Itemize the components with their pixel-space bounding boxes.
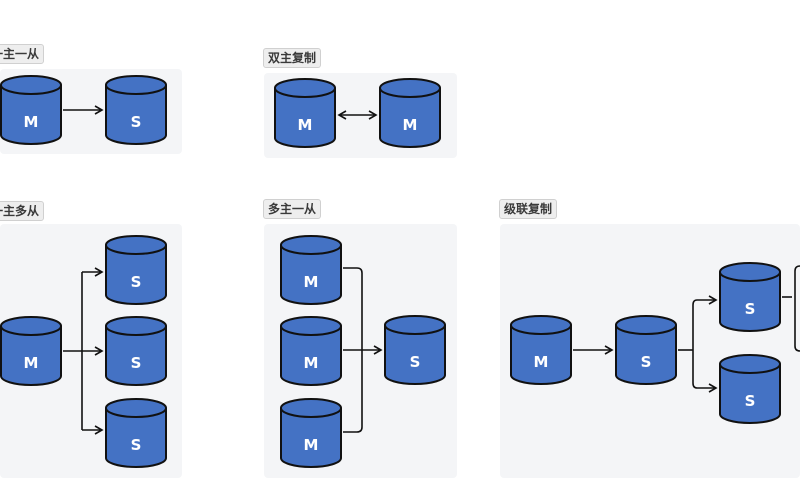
connector bbox=[794, 265, 800, 352]
db-master: M bbox=[0, 75, 62, 145]
db-label: M bbox=[403, 116, 418, 134]
db-label: S bbox=[131, 273, 142, 291]
db-master: M bbox=[379, 78, 441, 148]
db-label: S bbox=[410, 353, 421, 371]
db-master: M bbox=[0, 316, 62, 386]
db-label: M bbox=[304, 354, 319, 372]
db-label: M bbox=[298, 116, 313, 134]
db-label: M bbox=[24, 113, 39, 131]
label-multi-master-one-slave: 多主一从 bbox=[263, 199, 322, 219]
db-master: M bbox=[280, 398, 342, 468]
db-slave: S bbox=[384, 315, 446, 385]
db-master: M bbox=[280, 316, 342, 386]
label-dual-master: 双主复制 bbox=[263, 48, 322, 68]
db-master: M bbox=[510, 315, 572, 385]
db-label: S bbox=[745, 300, 756, 318]
db-label: S bbox=[745, 392, 756, 410]
db-slave: S bbox=[105, 235, 167, 305]
db-label: S bbox=[131, 113, 142, 131]
db-slave: S bbox=[719, 262, 781, 332]
label-cascade: 级联复制 bbox=[499, 199, 558, 219]
db-slave: S bbox=[105, 398, 167, 468]
db-slave: S bbox=[105, 75, 167, 145]
db-label: M bbox=[304, 273, 319, 291]
db-label: S bbox=[131, 436, 142, 454]
db-master: M bbox=[274, 78, 336, 148]
connector bbox=[692, 299, 698, 389]
label-one-master-multi-slave: 一主多从 bbox=[0, 201, 45, 221]
db-label: M bbox=[534, 353, 549, 371]
db-label: M bbox=[24, 354, 39, 372]
db-master: M bbox=[280, 235, 342, 305]
db-slave: S bbox=[105, 316, 167, 386]
label-one-master-one-slave: 一主一从 bbox=[0, 44, 45, 64]
db-slave: S bbox=[719, 354, 781, 424]
db-label: S bbox=[641, 353, 652, 371]
db-label: M bbox=[304, 436, 319, 454]
db-label: S bbox=[131, 354, 142, 372]
db-slave: S bbox=[615, 315, 677, 385]
